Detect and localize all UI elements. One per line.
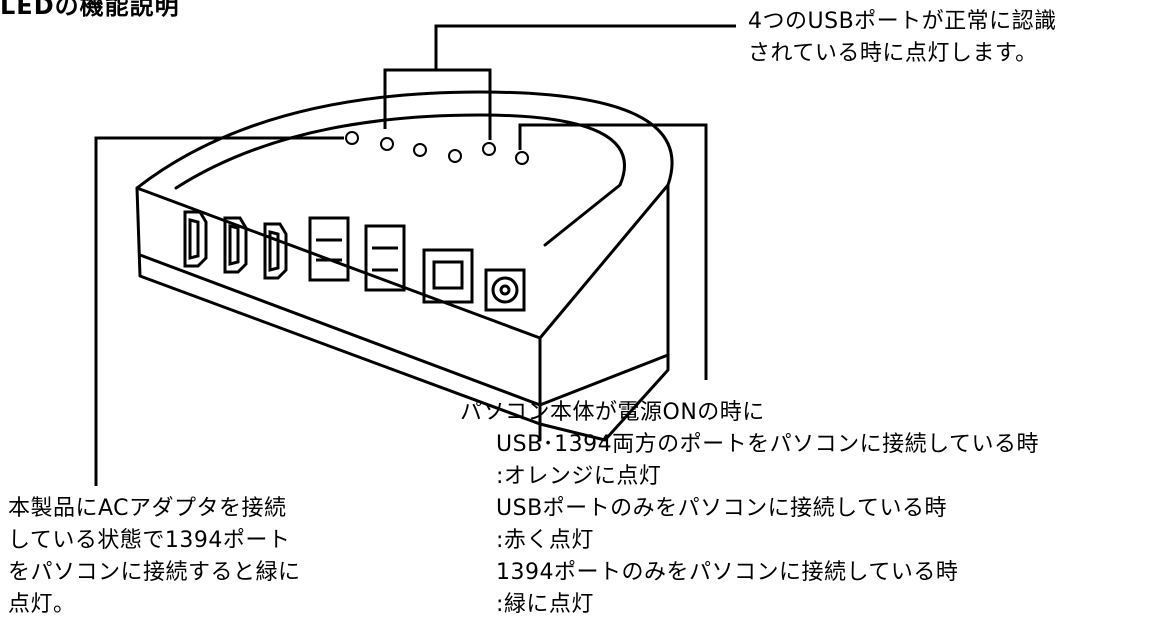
- firewire-port-3: [263, 222, 288, 280]
- callout-status-led: パソコン本体が電源ONの時に USB･1394両方のポートをパソコンに接続してい…: [460, 397, 1039, 621]
- callout-usb-ports: 4つのUSBポートが正常に認識 されている時に点灯します。: [748, 6, 1057, 70]
- dc-jack: [484, 268, 526, 312]
- firewire-port-2: [223, 216, 248, 274]
- led-2: [380, 137, 394, 151]
- leader-power-led: [94, 136, 344, 486]
- callout-status-line5: :赤く点灯: [496, 528, 594, 553]
- callout-status-line6: 1394ポートのみをパソコンに接続している時: [496, 560, 959, 585]
- callout-lines: [94, 24, 736, 486]
- led-6: [515, 151, 529, 165]
- leader-usb-leds: [383, 24, 736, 140]
- callout-usb-ports-line1: 4つのUSBポートが正常に認識: [748, 9, 1057, 34]
- led-1: [345, 131, 359, 145]
- callout-status-line4: USBポートのみをパソコンに接続している時: [496, 496, 948, 521]
- callout-status-line2: USB･1394両方のポートをパソコンに接続している時: [496, 432, 1039, 457]
- callout-status-line7: :緑に点灯: [496, 592, 594, 617]
- led-3: [413, 143, 427, 157]
- callout-power-line3: をパソコンに接続すると緑に: [8, 560, 301, 585]
- callout-power-line1: 本製品にACアダプタを接続: [8, 496, 287, 521]
- usb-b-port: [422, 248, 474, 304]
- callout-status-line1: パソコン本体が電源ONの時に: [460, 400, 765, 425]
- callout-status-line3: :オレンジに点灯: [496, 464, 662, 489]
- led-4: [448, 149, 462, 163]
- hub-body-outline: [135, 90, 674, 442]
- hub-rim-arc: [174, 113, 626, 247]
- leader-status-led: [518, 123, 708, 380]
- diagram-heading: LEDの機能説明: [0, 0, 180, 20]
- firewire-ports: [183, 210, 288, 280]
- usb-a-port-2: [364, 224, 406, 292]
- callout-power-line4: 点灯。: [8, 592, 76, 617]
- usb-a-port-1: [308, 216, 350, 282]
- usb-a-ports: [308, 216, 406, 292]
- callout-power-led: 本製品にACアダプタを接続 している状態で1394ポート をパソコンに接続すると…: [8, 493, 301, 621]
- callout-power-line2: している状態で1394ポート: [8, 528, 291, 553]
- callout-usb-ports-line2: されている時に点灯します。: [748, 41, 1038, 66]
- firewire-port-1: [183, 210, 208, 268]
- led-5: [482, 142, 496, 156]
- led-row: [345, 131, 529, 165]
